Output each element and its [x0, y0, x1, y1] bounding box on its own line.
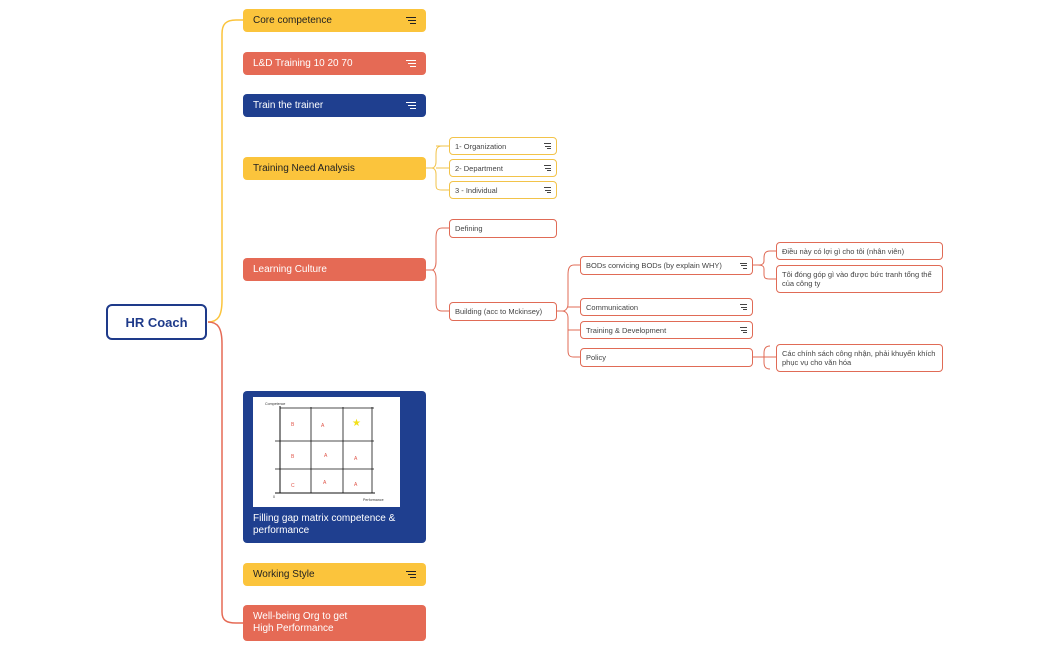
tna-child-organization[interactable]: 1- Organization	[449, 137, 557, 155]
matrix-image: Competence Performance 0 B A ★ B A A C A…	[253, 397, 400, 507]
building-child-bods[interactable]: BODs convicing BODs (by explain WHY)	[580, 256, 753, 275]
matrix-x-label: Performance	[363, 498, 384, 502]
branch-label: L&D Training 10 20 70	[253, 57, 353, 69]
sub-label: Tôi đóng góp gì vào được bức tranh tổng …	[782, 270, 932, 288]
root-node-hr-coach[interactable]: HR Coach	[106, 304, 207, 340]
branch-label: Train the trainer	[253, 99, 324, 111]
branch-label: Learning Culture	[253, 263, 327, 275]
sub-label: Policy	[586, 353, 607, 362]
notes-icon[interactable]	[544, 143, 551, 149]
matrix-cell: C	[291, 483, 295, 489]
matrix-cell: B	[291, 454, 295, 460]
sub-label: Training & Development	[586, 325, 667, 335]
matrix-cell: A	[354, 482, 358, 488]
competence-performance-matrix: Competence Performance 0 B A ★ B A A C A…	[265, 402, 384, 502]
notes-icon[interactable]	[740, 327, 747, 333]
sub-label: Building (acc to Mckinsey)	[455, 307, 543, 316]
wellbeing-line-2: High Performance	[253, 623, 334, 634]
branch-training-need-analysis[interactable]: Training Need Analysis	[243, 157, 426, 180]
tna-child-department[interactable]: 2- Department	[449, 159, 557, 177]
branch-label: Core competence	[253, 14, 332, 26]
notes-icon[interactable]	[406, 17, 416, 24]
matrix-cell: A	[321, 423, 325, 429]
sub-label: 3 - Individual	[455, 185, 498, 195]
bods-child-benefit[interactable]: Điều này có lợi gì cho tôi (nhân viên)	[776, 242, 943, 260]
building-child-communication[interactable]: Communication	[580, 298, 753, 316]
matrix-y-label: Competence	[265, 402, 285, 406]
sub-label: Các chính sách công nhận, phải khuyến kh…	[782, 349, 936, 367]
sub-label: 1- Organization	[455, 141, 507, 151]
notes-icon[interactable]	[406, 60, 416, 67]
building-child-policy[interactable]: Policy	[580, 348, 753, 367]
branch-core-competence[interactable]: Core competence	[243, 9, 426, 32]
bods-child-contribute[interactable]: Tôi đóng góp gì vào được bức tranh tổng …	[776, 265, 943, 293]
sub-label: BODs convicing BODs (by explain WHY)	[586, 261, 722, 270]
matrix-cell: A	[324, 453, 328, 459]
lc-child-building[interactable]: Building (acc to Mckinsey)	[449, 302, 557, 321]
sub-label: 2- Department	[455, 163, 503, 173]
notes-icon[interactable]	[406, 102, 416, 109]
sub-label: Điều này có lợi gì cho tôi (nhân viên)	[782, 246, 905, 256]
sub-label: Communication	[586, 302, 639, 312]
wellbeing-line-1: Well-being Org to get	[253, 611, 348, 622]
branch-label: Working Style	[253, 568, 315, 580]
notes-icon[interactable]	[406, 571, 416, 578]
branch-label: Training Need Analysis	[253, 162, 355, 174]
lc-child-defining[interactable]: Defining	[449, 219, 557, 238]
sub-label: Defining	[455, 224, 483, 233]
branch-label: Filling gap matrix competence & performa…	[253, 513, 396, 536]
root-label: HR Coach	[125, 314, 188, 330]
matrix-cell: B	[291, 422, 295, 428]
branch-learning-culture[interactable]: Learning Culture	[243, 258, 426, 281]
notes-icon[interactable]	[740, 304, 747, 310]
matrix-cell: A	[323, 480, 327, 486]
notes-icon[interactable]	[544, 187, 551, 193]
matrix-cell: A	[354, 456, 358, 462]
branch-ld-training[interactable]: L&D Training 10 20 70	[243, 52, 426, 75]
policy-child-detail[interactable]: Các chính sách công nhận, phải khuyến kh…	[776, 344, 943, 372]
branch-working-style[interactable]: Working Style	[243, 563, 426, 586]
notes-icon[interactable]	[544, 165, 551, 171]
branch-train-the-trainer[interactable]: Train the trainer	[243, 94, 426, 117]
building-child-training-development[interactable]: Training & Development	[580, 321, 753, 339]
star-icon: ★	[352, 418, 361, 429]
tna-child-individual[interactable]: 3 - Individual	[449, 181, 557, 199]
branch-filling-gap-matrix[interactable]: Competence Performance 0 B A ★ B A A C A…	[243, 391, 426, 543]
matrix-origin: 0	[273, 495, 275, 499]
notes-icon[interactable]	[740, 262, 747, 269]
